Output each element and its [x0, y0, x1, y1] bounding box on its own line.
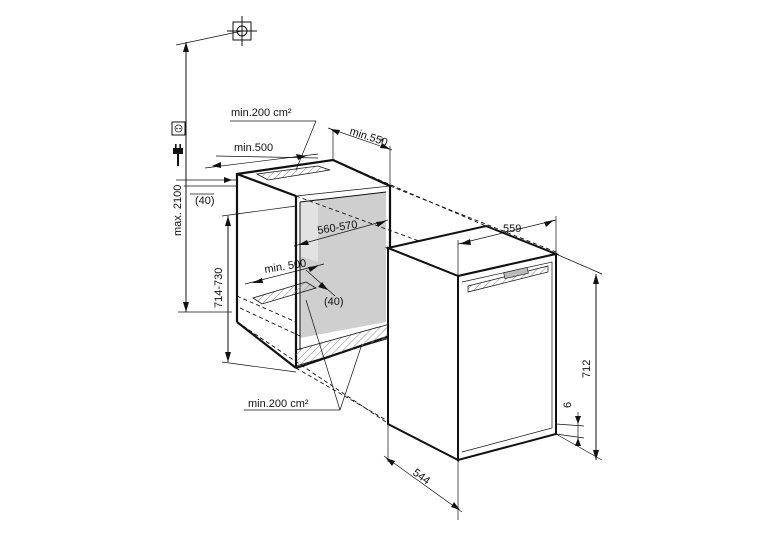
min-depth-dimension: min.550 * — [327, 125, 393, 186]
vent-bottom-area-dimension: min.200 cm² — [244, 299, 363, 411]
appliance-height-label: 712 — [581, 360, 593, 378]
max-height-label: max. 2100 — [172, 185, 184, 236]
power-plug-icon — [173, 144, 183, 166]
vent-top-area-label: min.200 cm² — [231, 107, 292, 119]
top-offset-dimension: (40) — [176, 177, 236, 207]
appliance-height-dimension: 712 — [555, 253, 603, 461]
niche-height-dimension: 714-730 — [213, 205, 297, 373]
vent-bottom-dimensions: min. 500 (40) — [244, 258, 344, 308]
appliance-width-dimension: 559 — [457, 216, 557, 276]
top-offset-label: (40) — [195, 195, 215, 207]
plinth-gap-dimension: 6 — [555, 402, 585, 446]
socket-outlet-icon — [171, 121, 186, 136]
appliance-depth-label: 544 — [410, 467, 432, 487]
min-depth-star: * — [380, 136, 385, 148]
vent-bottom-area-label: min.200 cm² — [248, 398, 309, 410]
appliance-width-label: 559 — [503, 223, 521, 235]
plinth-gap-label: 6 — [562, 402, 574, 408]
max-height-dimension: max. 2100 — [172, 42, 232, 313]
vent-top-dimensions: min.200 cm² min.500 — [204, 107, 319, 171]
vent-top-width-label: min.500 — [234, 142, 273, 154]
bottom-offset-label: (40) — [324, 296, 344, 308]
installation-niche — [235, 158, 392, 370]
niche-height-label: 714-730 — [213, 268, 225, 308]
appliance-body — [384, 224, 560, 462]
